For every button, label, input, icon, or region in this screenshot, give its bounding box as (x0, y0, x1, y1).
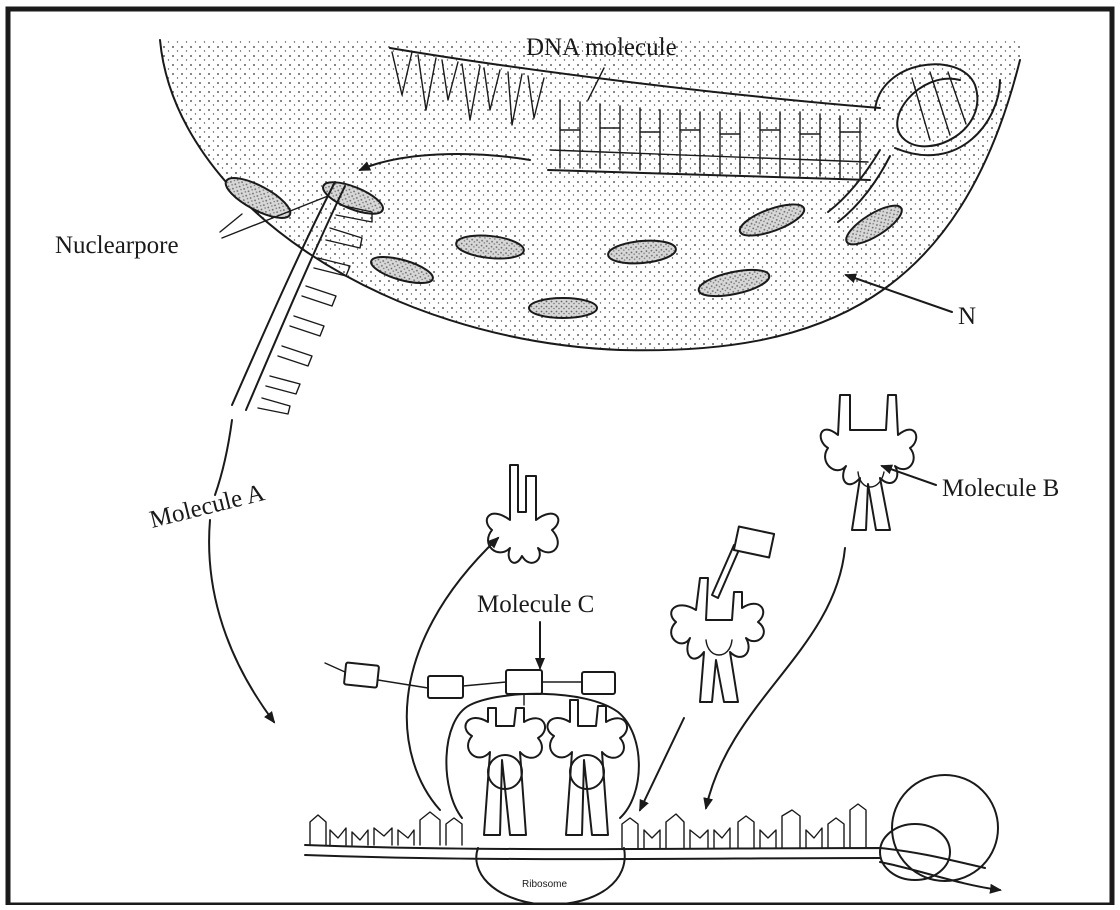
second-ribosome (880, 775, 1000, 890)
molecule-b-trna (821, 395, 917, 530)
ribosome-label: Ribosome (522, 879, 567, 890)
molecule-b-delivery-arrow (706, 548, 845, 808)
amino-acid (428, 676, 463, 698)
amino-acid (582, 672, 615, 694)
molecule-b-label: Molecule B (942, 475, 1059, 502)
amino-acid (344, 662, 379, 687)
bound-trna (547, 700, 627, 835)
bound-trna (465, 708, 545, 835)
amino-acid (506, 670, 542, 694)
n-label: N (958, 303, 976, 330)
mrna-strand (305, 804, 985, 868)
nuclear-pore (529, 298, 597, 318)
nuclearpore-label: Nuclearpore (55, 232, 179, 259)
trna-release-arrow (407, 538, 498, 810)
released-trna (487, 465, 559, 563)
ribosome-small-subunit (476, 848, 624, 905)
molecule-a-label: Molecule A (147, 479, 267, 534)
charged-trna (671, 527, 774, 702)
polypeptide-chain (325, 662, 615, 705)
ribosome: Ribosome (446, 694, 638, 905)
amino-acid (734, 527, 774, 558)
dna-molecule-label: DNA molecule (526, 34, 677, 61)
molecule-a-transport-arrow (209, 420, 274, 722)
charged-trna-arrow (640, 718, 684, 810)
molecule-c-label: Molecule C (477, 591, 594, 618)
